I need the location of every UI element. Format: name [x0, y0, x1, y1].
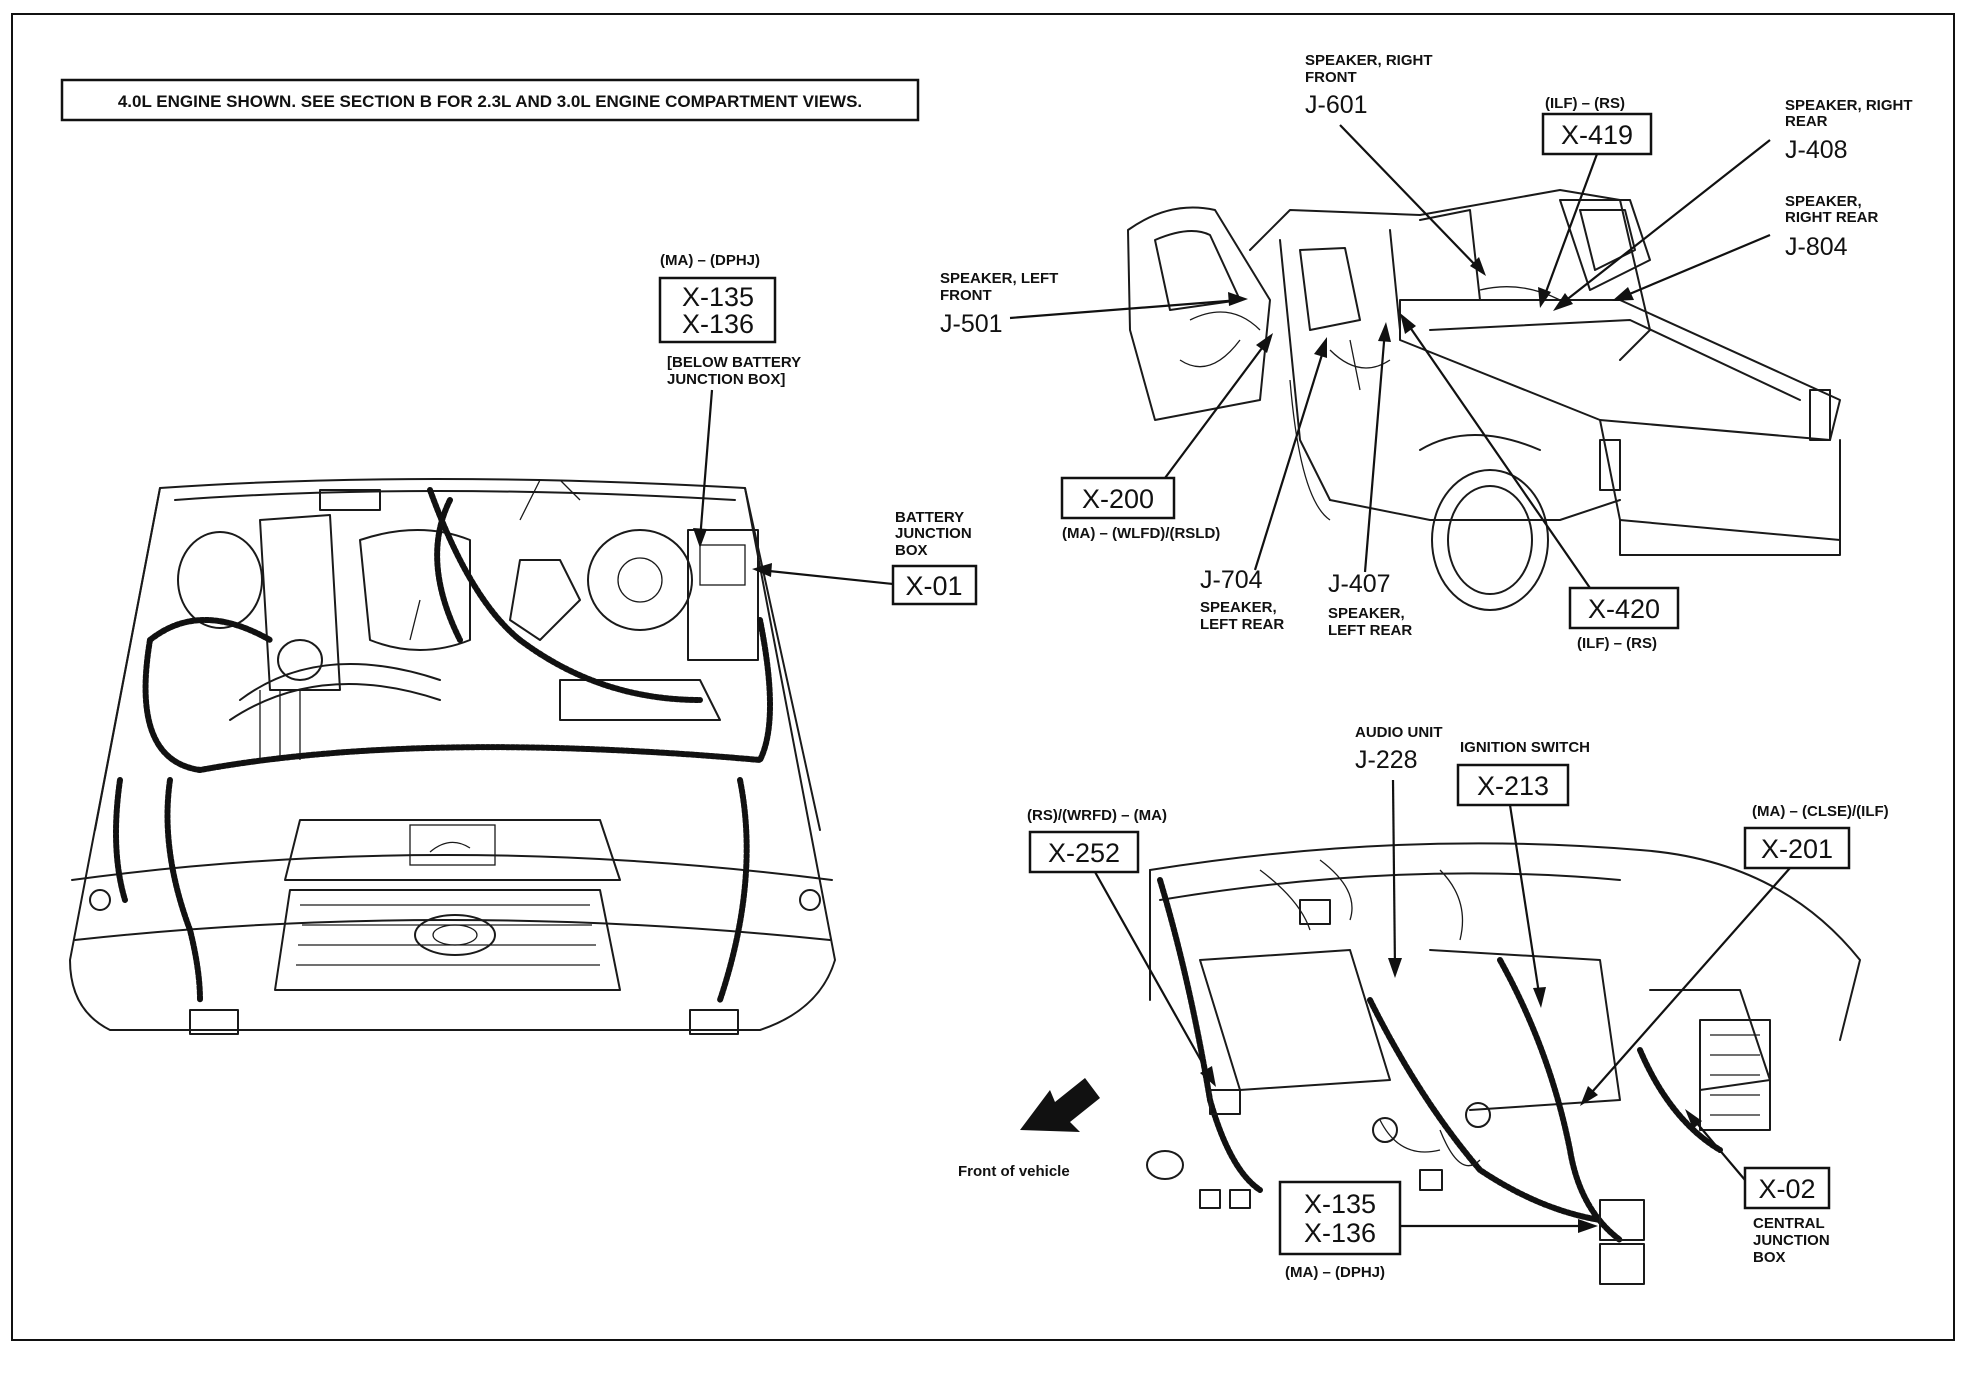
x420-leader: [1404, 319, 1591, 589]
dash-x135-note: (MA) – (DPHJ): [1285, 1264, 1385, 1281]
central-junction-label-3: BOX: [1753, 1249, 1786, 1266]
x419-note: (ILF) – (RS): [1545, 95, 1625, 112]
x201-note: (MA) – (CLSE)/(ILF): [1752, 803, 1889, 820]
speaker-rf-label: SPEAKER, RIGHT: [1305, 52, 1433, 69]
engine-x136-label: X-136: [682, 309, 754, 339]
x01-leader: [759, 568, 894, 586]
j601-leader: [1339, 124, 1481, 271]
x201-leader: [1584, 867, 1791, 1101]
x01-label: X-01: [905, 571, 962, 601]
x252-box: [1028, 830, 1140, 874]
engine-x135-box: [658, 276, 777, 344]
x200-leader: [1164, 339, 1269, 479]
x419-box: [1541, 112, 1653, 156]
engine-x135-label: X-135: [682, 282, 754, 312]
speaker-rr-label-2: REAR: [1785, 113, 1828, 130]
j407-caption: SPEAKER,: [1328, 605, 1405, 622]
dash-x135-box: [1278, 1180, 1402, 1256]
central-junction-label-2: JUNCTION: [1753, 1232, 1830, 1249]
engine-x135-caption-2: JUNCTION BOX]: [667, 371, 785, 388]
x252-label: X-252: [1048, 838, 1120, 868]
x200-note: (MA) – (WLFD)/(RSLD): [1062, 525, 1220, 542]
j704-caption-2: LEFT REAR: [1200, 616, 1284, 633]
x02-box: [1743, 1166, 1831, 1210]
engine-compartment-illustration: [69, 478, 836, 1035]
j704-caption: SPEAKER,: [1200, 599, 1277, 616]
x420-note: (ILF) – (RS): [1577, 635, 1657, 652]
x02-leader: [1689, 1114, 1746, 1181]
x213-box: [1456, 763, 1570, 807]
instrument-panel-illustration: [1146, 842, 1861, 1285]
speaker-rr-label: SPEAKER, RIGHT: [1785, 97, 1913, 114]
j407-leader: [1363, 329, 1387, 573]
x419-leader: [1541, 153, 1599, 301]
header-note-box: 4.0L ENGINE SHOWN. SEE SECTION B FOR 2.3…: [60, 78, 920, 122]
speaker-lf-label: SPEAKER, LEFT: [940, 270, 1058, 287]
x213-leader: [1508, 804, 1542, 1001]
j501-leader: [1009, 298, 1241, 320]
x213-label: X-213: [1477, 771, 1549, 801]
truck-illustration: [1127, 189, 1841, 611]
x201-label: X-201: [1761, 834, 1833, 864]
x02-label: X-02: [1758, 1174, 1815, 1204]
dash-x136-label: X-136: [1304, 1218, 1376, 1248]
x252-note: (RS)/(WRFD) – (MA): [1027, 807, 1167, 824]
j501-label: J-501: [940, 310, 1003, 338]
j601-label: J-601: [1305, 91, 1368, 119]
speaker-lf-label-2: FRONT: [940, 287, 992, 304]
battery-label-3: BOX: [895, 542, 928, 559]
header-note: 4.0L ENGINE SHOWN. SEE SECTION B FOR 2.3…: [118, 92, 862, 111]
x420-box: [1568, 586, 1680, 630]
j228-label: J-228: [1355, 746, 1418, 774]
j228-leader: [1391, 779, 1397, 971]
engine-x135-note: (MA) – (DPHJ): [660, 252, 760, 269]
speaker-rr2-label-2: RIGHT REAR: [1785, 209, 1879, 226]
j804-leader: [1619, 233, 1771, 300]
x01-box: [891, 564, 978, 606]
central-junction-label: CENTRAL: [1753, 1215, 1825, 1232]
x200-box: [1060, 476, 1176, 520]
j407-caption-2: LEFT REAR: [1328, 622, 1412, 639]
j704-label: J-704: [1200, 566, 1263, 594]
battery-label: BATTERY: [895, 509, 964, 526]
speaker-rf-label-2: FRONT: [1305, 69, 1357, 86]
ignition-switch-label: IGNITION SWITCH: [1460, 739, 1590, 756]
x420-label: X-420: [1588, 594, 1660, 624]
j804-label: J-804: [1785, 233, 1848, 261]
engine-x135-caption: [BELOW BATTERY: [667, 354, 801, 371]
j408-leader: [1559, 139, 1771, 306]
front-of-vehicle-label: Front of vehicle: [958, 1163, 1070, 1180]
dash-x135-label: X-135: [1304, 1189, 1376, 1219]
engine-x135-leader: [698, 389, 714, 541]
x419-label: X-419: [1561, 120, 1633, 150]
front-arrow-icon: [1020, 1078, 1100, 1132]
j704-leader: [1253, 344, 1327, 571]
battery-label-2: JUNCTION: [895, 525, 972, 542]
x200-label: X-200: [1082, 484, 1154, 514]
audio-unit-label: AUDIO UNIT: [1355, 724, 1443, 741]
x201-box: [1743, 826, 1851, 870]
j408-label: J-408: [1785, 136, 1848, 164]
speaker-rr2-label: SPEAKER,: [1785, 193, 1862, 210]
j407-label: J-407: [1328, 570, 1391, 598]
x252-leader: [1094, 871, 1213, 1081]
page-frame: [11, 13, 1955, 1341]
